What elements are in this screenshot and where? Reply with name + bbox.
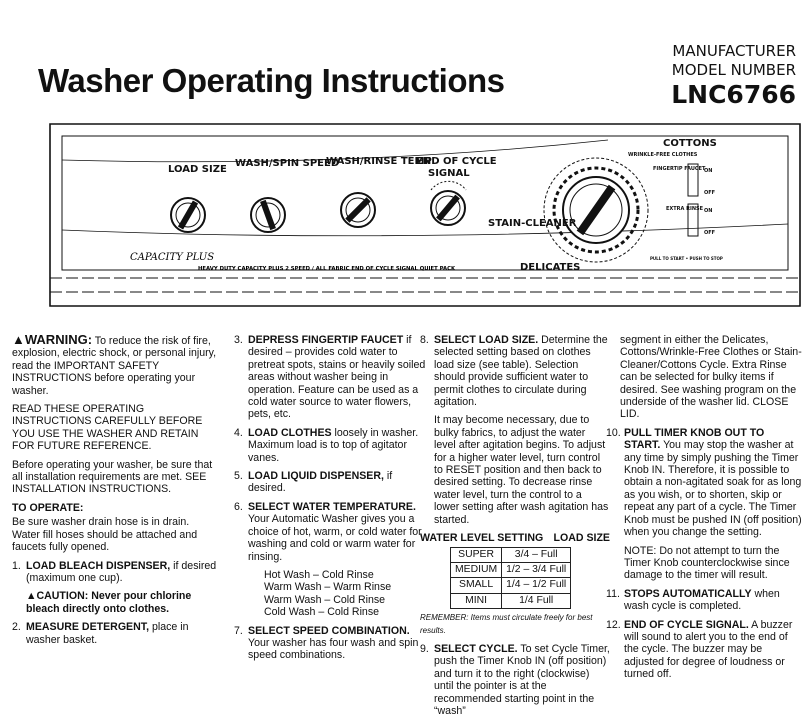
step-10: 10.PULL TIMER KNOB OUT TO START. You may…: [606, 426, 802, 539]
caution: ▲CAUTION: Never pour chlorine bleach dir…: [26, 590, 192, 615]
model-label: MODEL NUMBER: [671, 61, 796, 79]
delicates-label: DELICATES: [520, 262, 580, 273]
capacity-plus-logo: CAPACITY PLUS: [130, 252, 214, 263]
extra-rinse-switch[interactable]: [687, 203, 699, 237]
cottons-label: COTTONS: [663, 138, 717, 149]
step-9: 9.SELECT CYCLE. To set Cycle Timer, push…: [420, 642, 610, 717]
load-size-label: LOAD SIZE: [168, 164, 227, 175]
page-title: Washer Operating Instructions: [38, 62, 505, 99]
remember-note: REMEMBER: Items must circulate freely fo…: [420, 613, 593, 635]
features-strip: HEAVY DUTY CAPACITY PLUS 2 SPEED / ALL F…: [198, 266, 456, 272]
wash-spin-label: WASH/SPIN SPEED: [235, 158, 339, 169]
rinse-off-label: OFF: [704, 230, 715, 236]
model-number: LNC6766: [671, 80, 796, 109]
step-3: 3.DEPRESS FINGERTIP FAUCET if desired – …: [234, 334, 426, 421]
step-2: 2.MEASURE DETERGENT, place in washer bas…: [12, 621, 189, 646]
warning-head: ▲WARNING:: [12, 332, 93, 347]
stain-cleaner-label: STAIN-CLEANER: [488, 218, 577, 229]
step-1: 1.LOAD BLEACH DISPENSER, if desired (max…: [12, 559, 217, 584]
step-6: 6.SELECT WATER TEMPERATURE. Your Automat…: [234, 500, 422, 563]
column-3: 8.SELECT LOAD SIZE. Determine the select…: [420, 334, 610, 723]
load-size-knob[interactable]: [170, 197, 206, 233]
end-cycle-label: END OF CYCLE: [416, 156, 497, 167]
column-4: segment in either the Delicates, Cottons…: [606, 334, 802, 687]
rinse-on-label: ON: [704, 208, 712, 214]
step-8: 8.SELECT LOAD SIZE. Determine the select…: [420, 334, 608, 409]
pull-push-label: PULL TO START • PUSH TO STOP: [650, 256, 723, 261]
read-instructions: READ THESE OPERATING INSTRUCTIONS CAREFU…: [12, 403, 203, 453]
control-panel-illustration: LOAD SIZE WASH/SPIN SPEED WASH/RINSE TEM…: [49, 123, 801, 307]
column-1: ▲WARNING: To reduce the risk of fire, ex…: [12, 332, 220, 652]
faucet-on-label: ON: [704, 168, 712, 174]
temp-list: Hot Wash – Cold Rinse Warm Wash – Warm R…: [264, 568, 392, 619]
water-level-note: It may become necessary, due to bulky fa…: [434, 414, 609, 526]
step-9-continued: segment in either the Delicates, Cottons…: [620, 334, 802, 421]
drain-note: Be sure washer drain hose is in drain. W…: [12, 516, 198, 554]
wash-rinse-knob[interactable]: [340, 192, 376, 228]
fingertip-faucet-label: FINGERTIP FAUCET: [653, 166, 706, 172]
end-cycle-label-2: SIGNAL: [428, 168, 470, 179]
before-operating: Before operating your washer, be sure th…: [12, 458, 213, 496]
wash-spin-knob[interactable]: [250, 197, 286, 233]
model-block: MANUFACTURER MODEL NUMBER LNC6766: [671, 42, 796, 110]
faucet-off-label: OFF: [704, 190, 715, 196]
step-4: 4.LOAD CLOTHES loosely in washer. Maximu…: [234, 426, 419, 464]
end-cycle-knob[interactable]: [430, 180, 467, 226]
timer-knob[interactable]: [543, 157, 649, 263]
warning-text: To reduce the risk of fire, explosion, e…: [12, 335, 217, 397]
fingertip-faucet-switch[interactable]: [687, 163, 699, 197]
step-5: 5.LOAD LIQUID DISPENSER, if desired.: [234, 470, 393, 495]
wash-rinse-label: WASH/RINSE TEMP: [326, 156, 432, 167]
step-12: 12.END OF CYCLE SIGNAL. A buzzer will so…: [606, 618, 793, 681]
to-operate-heading: TO OPERATE:: [12, 501, 84, 514]
manufacturer-label: MANUFACTURER: [672, 42, 796, 60]
column-2: 3.DEPRESS FINGERTIP FAUCET if desired – …: [234, 334, 426, 668]
step-11: 11.STOPS AUTOMATICALLY when wash cycle i…: [606, 587, 780, 613]
note: NOTE: Do not attempt to turn the Timer K…: [624, 544, 790, 582]
extra-rinse-label: EXTRA RINSE: [666, 206, 704, 212]
wrinkle-free-label: WRINKLE-FREE CLOTHES: [628, 152, 698, 158]
step-7: 7.SELECT SPEED COMBINATION. Your washer …: [234, 624, 419, 662]
